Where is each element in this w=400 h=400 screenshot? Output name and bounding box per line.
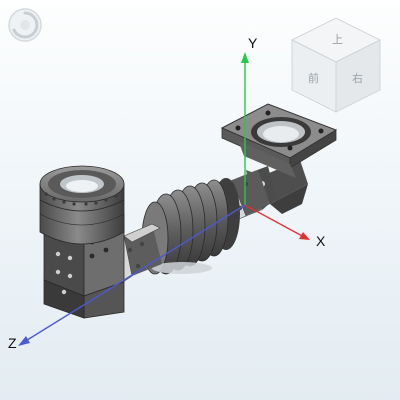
view-cube-right-label: 右 [352, 71, 363, 85]
z-axis-label: Z [8, 335, 17, 351]
y-axis-label: Y [248, 35, 258, 51]
view-cube-right-face [335, 39, 381, 113]
y-axis-arrow [241, 52, 249, 63]
view-cube-front-label: 前 [308, 71, 319, 85]
view-cube-top-label: 上 [332, 33, 343, 46]
z-axis-arrow [18, 336, 30, 346]
view-cube-icon[interactable]: 上 前 右 [288, 12, 384, 116]
x-axis-line [244, 204, 307, 239]
left-cylinder [39, 165, 125, 245]
coordinate-axes [18, 52, 310, 346]
x-axis-label: X [316, 233, 326, 249]
bellows-section [141, 178, 240, 275]
x-axis-arrow [299, 232, 310, 240]
z-axis-line [23, 204, 246, 343]
top-flange [220, 103, 338, 178]
loading-spinner-icon[interactable] [6, 6, 44, 44]
